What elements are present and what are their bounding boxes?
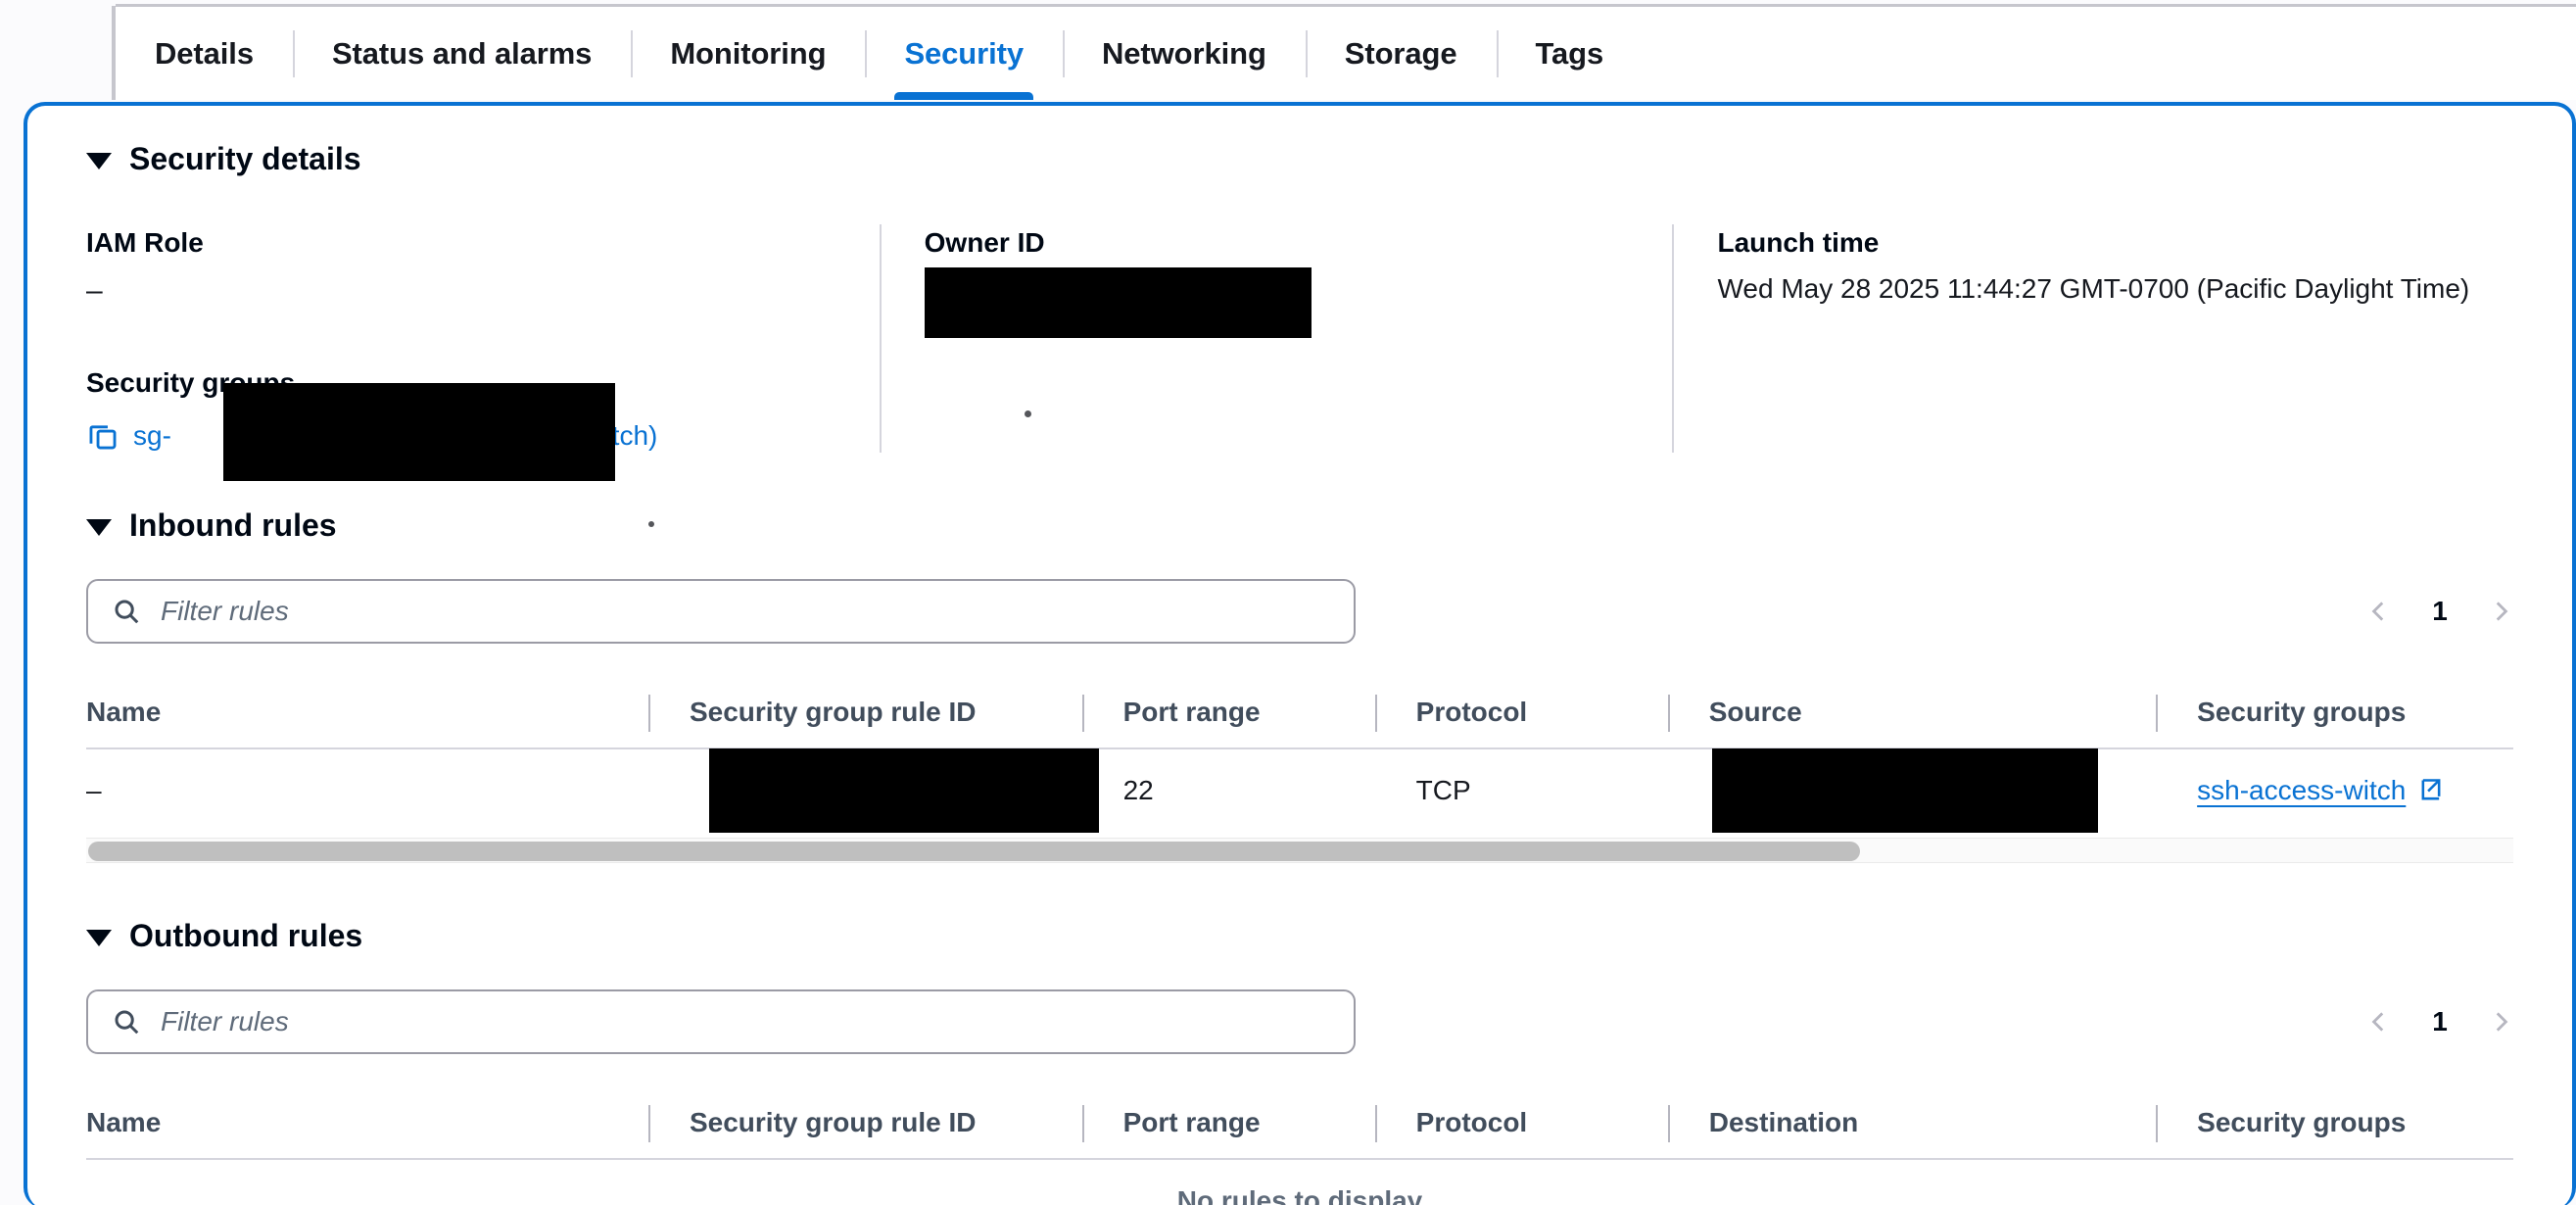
column-header-protocol[interactable]: Protocol xyxy=(1374,677,1668,747)
column-header-name[interactable]: Name xyxy=(86,1107,162,1138)
chevron-right-icon[interactable] xyxy=(2488,1009,2513,1035)
redaction-block-source xyxy=(1712,748,2098,834)
external-link-icon xyxy=(2421,779,2441,800)
security-group-link-row[interactable]: sg-s-witch) xyxy=(86,383,840,482)
table-row[interactable]: – 22 TCP ssh-access-witch xyxy=(86,748,2513,834)
inbound-page-number[interactable]: 1 xyxy=(2432,596,2448,627)
tab-security[interactable]: Security xyxy=(865,7,1063,100)
left-divider xyxy=(112,6,116,100)
tab-label: Tags xyxy=(1535,35,1604,71)
outbound-empty-state: No rules to display xyxy=(1176,1185,1423,1205)
tab-details[interactable]: Details xyxy=(116,7,293,100)
inbound-filter-placeholder: Filter rules xyxy=(161,596,289,627)
security-group-link[interactable]: sg-s-witch) xyxy=(133,383,657,482)
caret-down-icon[interactable] xyxy=(86,518,112,536)
tab-label: Status and alarms xyxy=(331,35,593,71)
column-header-name[interactable]: Name xyxy=(86,697,162,728)
outbound-page-number[interactable]: 1 xyxy=(2432,1006,2448,1037)
column-header-security-groups[interactable]: Security groups xyxy=(2156,1087,2513,1158)
tab-label: Details xyxy=(155,35,254,71)
cell-port-range: 22 xyxy=(1122,775,1154,806)
tab-storage[interactable]: Storage xyxy=(1305,7,1497,100)
column-header-source[interactable]: Source xyxy=(1667,677,2156,747)
copy-icon[interactable] xyxy=(86,419,119,453)
column-header-security-group-rule-id[interactable]: Security group rule ID xyxy=(647,1087,1082,1158)
column-header-port-range[interactable]: Port range xyxy=(1081,677,1375,747)
chevron-left-icon[interactable] xyxy=(2366,1009,2392,1035)
dot-artifact xyxy=(647,520,654,527)
tab-label: Monitoring xyxy=(670,35,827,71)
launch-time-column: Launch time Wed May 28 2025 11:44:27 GMT… xyxy=(1672,224,2513,454)
outbound-filter-placeholder: Filter rules xyxy=(161,1006,289,1037)
owner-id-label: Owner ID xyxy=(924,227,1045,258)
column-header-port-range[interactable]: Port range xyxy=(1081,1087,1375,1158)
tab-strip-background xyxy=(116,7,2576,100)
caret-down-icon[interactable] xyxy=(86,152,112,169)
tab-strip: Details Status and alarms Monitoring Sec… xyxy=(116,7,2576,100)
outbound-rules-table: Name Security group rule ID Port range P… xyxy=(86,1087,2513,1205)
tab-status-and-alarms[interactable]: Status and alarms xyxy=(292,7,631,100)
column-header-security-groups[interactable]: Security groups xyxy=(2156,677,2513,747)
scrollbar-thumb[interactable] xyxy=(88,842,1860,862)
chevron-right-icon[interactable] xyxy=(2488,599,2513,624)
dot-artifact xyxy=(1024,410,1031,417)
iam-role-value: – xyxy=(86,273,103,307)
security-groups-block: Security groups sg-s-witch) xyxy=(86,364,840,482)
outbound-filter-row: Filter rules 1 xyxy=(86,989,2513,1055)
outbound-filter-input[interactable]: Filter rules xyxy=(86,989,1356,1055)
cell-security-groups: ssh-access-witch xyxy=(2156,749,2513,832)
launch-time-label: Launch time xyxy=(1717,227,1880,258)
cell-name: – xyxy=(86,775,102,806)
security-group-external-link[interactable]: ssh-access-witch xyxy=(2197,775,2445,806)
tab-label: Security xyxy=(904,35,1024,71)
column-header-security-group-rule-id[interactable]: Security group rule ID xyxy=(647,677,1082,747)
inbound-filter-row: Filter rules 1 xyxy=(86,579,2513,645)
owner-id-column: Owner ID xyxy=(879,224,1673,454)
launch-time-value: Wed May 28 2025 11:44:27 GMT-0700 (Pacif… xyxy=(1717,272,2470,304)
caret-down-icon[interactable] xyxy=(86,929,112,946)
redaction-block-owner-id xyxy=(924,266,1312,338)
tab-label: Storage xyxy=(1344,35,1457,71)
column-header-destination[interactable]: Destination xyxy=(1667,1087,2156,1158)
section-title: Outbound rules xyxy=(129,918,363,954)
cell-protocol: TCP xyxy=(1415,775,1471,806)
top-divider xyxy=(116,4,2576,7)
active-tab-indicator xyxy=(894,92,1033,100)
tab-tags[interactable]: Tags xyxy=(1496,7,1644,100)
column-header-protocol[interactable]: Protocol xyxy=(1374,1087,1668,1158)
security-group-link-prefix: sg- xyxy=(133,420,171,452)
tab-networking[interactable]: Networking xyxy=(1062,7,1306,100)
section-title: Inbound rules xyxy=(129,507,337,544)
tab-monitoring[interactable]: Monitoring xyxy=(631,7,865,100)
outbound-pagination: 1 xyxy=(2366,1006,2513,1037)
inbound-filter-input[interactable]: Filter rules xyxy=(86,579,1356,645)
inbound-rules-table: Name Security group rule ID Port range P… xyxy=(86,677,2513,864)
iam-role-label: IAM Role xyxy=(86,227,204,258)
redaction-block-security-group-id xyxy=(223,383,615,482)
security-group-name: ssh-access-witch xyxy=(2197,775,2407,806)
inbound-table-header: Name Security group rule ID Port range P… xyxy=(86,677,2513,750)
search-icon xyxy=(115,600,139,624)
iam-role-column: IAM Role – Security groups sg-s-witch) xyxy=(86,224,880,482)
search-icon xyxy=(115,1010,139,1035)
chevron-left-icon[interactable] xyxy=(2366,599,2392,624)
security-details-header[interactable]: Security details xyxy=(86,141,2513,177)
outbound-rules-header[interactable]: Outbound rules xyxy=(86,918,2513,954)
security-details-grid: IAM Role – Security groups sg-s-witch) xyxy=(86,224,2513,482)
inbound-pagination: 1 xyxy=(2366,596,2513,627)
inbound-rules-header[interactable]: Inbound rules xyxy=(86,507,2513,544)
tab-label: Networking xyxy=(1101,35,1266,71)
horizontal-scrollbar[interactable] xyxy=(86,838,2513,864)
redaction-block-rule-id xyxy=(709,748,1099,834)
outbound-table-header: Name Security group rule ID Port range P… xyxy=(86,1087,2513,1161)
section-title: Security details xyxy=(129,141,361,176)
security-panel: Security details IAM Role – Security gro… xyxy=(24,102,2576,1205)
